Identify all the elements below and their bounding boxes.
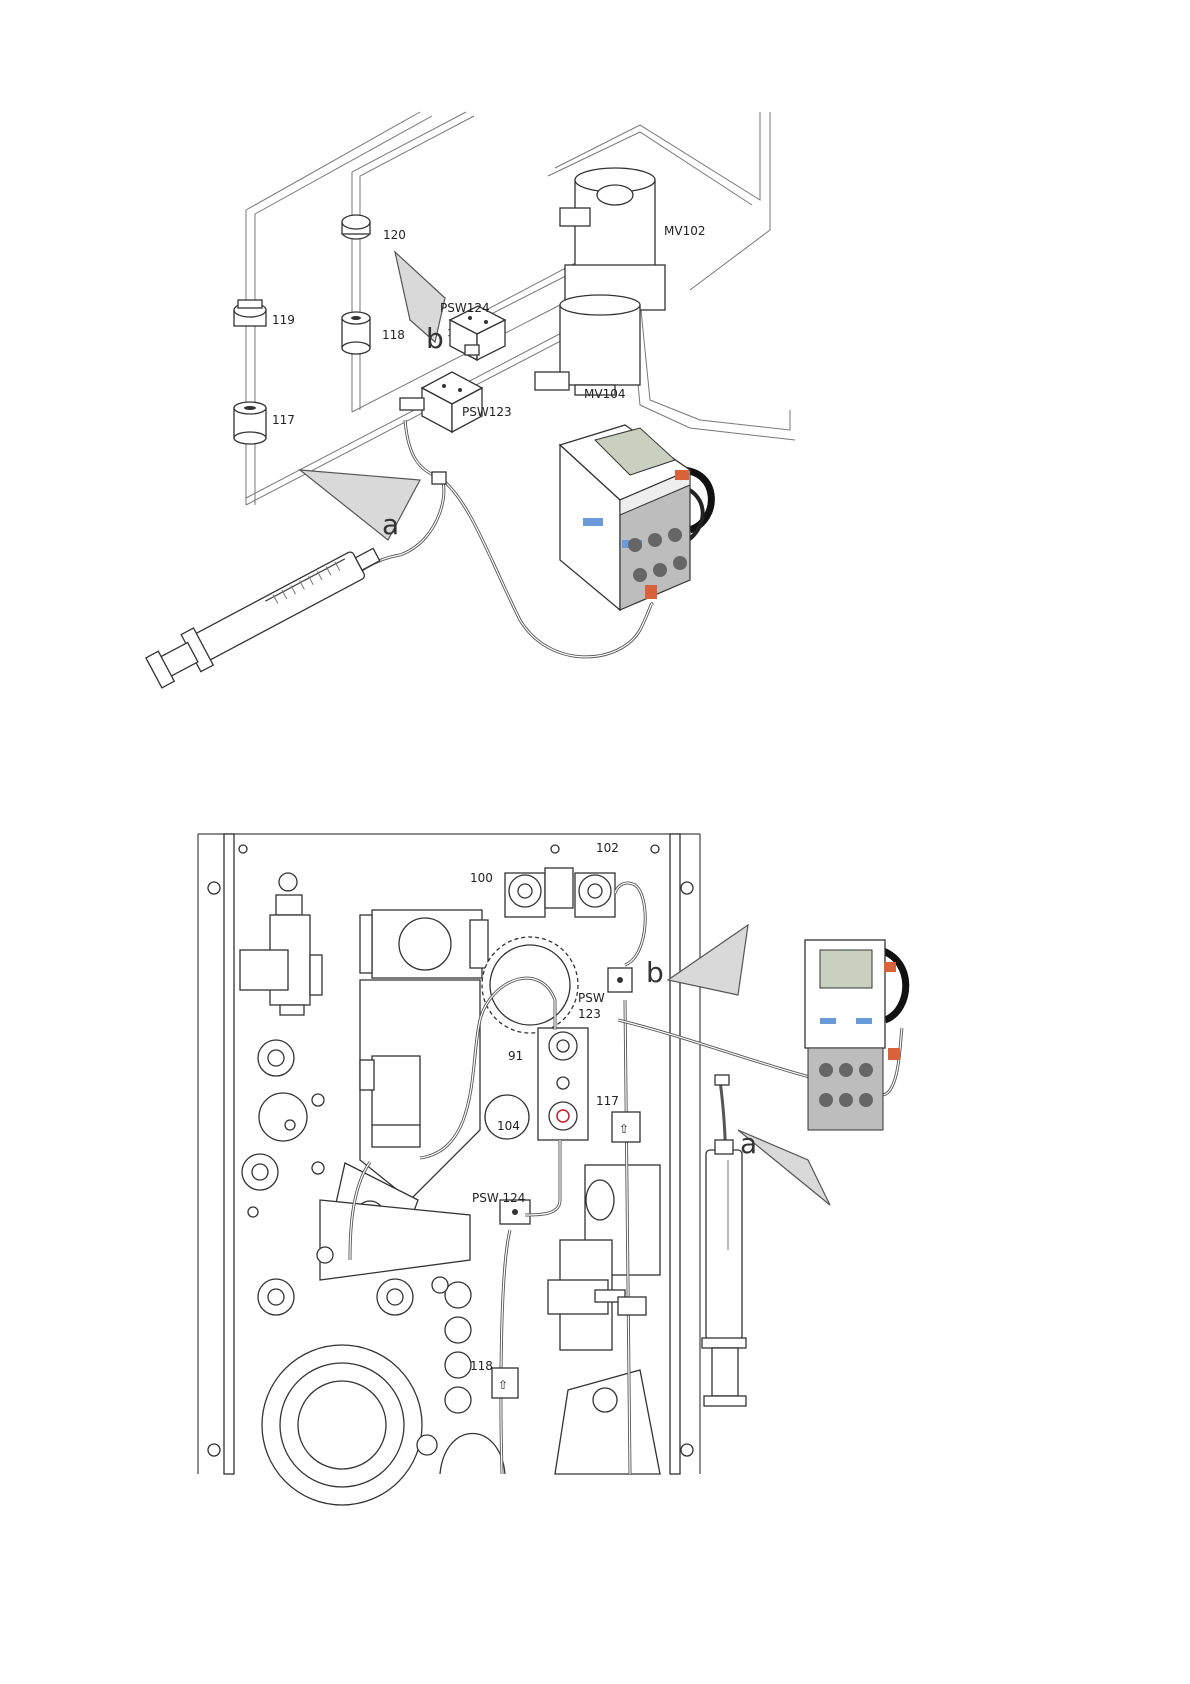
right-bracket-assembly — [548, 1165, 660, 1474]
pressure-meter-device — [805, 940, 906, 1130]
label-104: 104 — [497, 1119, 520, 1133]
arrow-b — [668, 925, 748, 995]
valves-91-104 — [485, 1028, 588, 1140]
flow-arrow-icon: ⇧ — [498, 1378, 508, 1392]
gear-ring — [482, 937, 578, 1033]
clamp-119 — [234, 300, 266, 326]
arrow-label-b: b — [426, 322, 444, 355]
arrow-label-a: a — [740, 1127, 757, 1160]
syringe — [702, 1140, 746, 1406]
label-118: 118 — [382, 328, 405, 342]
flow-arrow-icon: ⇧ — [619, 1122, 629, 1136]
arrow-a — [300, 470, 420, 540]
label-119: 119 — [272, 313, 295, 327]
label-mv102: MV102 — [664, 224, 705, 238]
frame-wires — [246, 112, 795, 505]
label-102: 102 — [596, 841, 619, 855]
label-123: 123 — [578, 1007, 601, 1021]
arrow-a — [738, 1130, 830, 1205]
pressure-switch-psw123 — [608, 968, 632, 992]
clamp-120 — [342, 215, 370, 239]
arrow-label-a: a — [382, 508, 399, 541]
label-91: 91 — [508, 1049, 523, 1063]
label-psw: PSW — [578, 991, 605, 1005]
pressure-meter-device — [560, 425, 711, 610]
valves-100-102 — [505, 868, 615, 917]
clamp-117 — [234, 402, 266, 444]
label-117: 117 — [272, 413, 295, 427]
label-psw124: PSW124 — [440, 301, 490, 315]
label-100: 100 — [470, 871, 493, 885]
center-mechanism — [317, 910, 488, 1293]
label-120: 120 — [383, 228, 406, 242]
left-components — [240, 873, 505, 1505]
label-118: 118 — [470, 1359, 493, 1373]
panel-frame — [198, 834, 700, 1474]
valve-mv102 — [560, 168, 665, 310]
clamp-118 — [342, 312, 370, 354]
label-psw124: PSW 124 — [472, 1191, 525, 1205]
label-psw123: PSW123 — [462, 405, 512, 419]
arrow-label-b: b — [646, 956, 664, 989]
syringe — [144, 536, 386, 691]
tubing-bottom: ⇧ ⇧ — [350, 883, 646, 1474]
test-tubing — [618, 1020, 902, 1170]
label-mv104: MV104 — [584, 387, 625, 401]
isometric-hydraulic-diagram: 120 119 118 117 PSW124 PSW123 MV102 MV10… — [0, 0, 1190, 700]
label-117: 117 — [596, 1094, 619, 1108]
pressure-switch-psw124 — [500, 1200, 530, 1224]
